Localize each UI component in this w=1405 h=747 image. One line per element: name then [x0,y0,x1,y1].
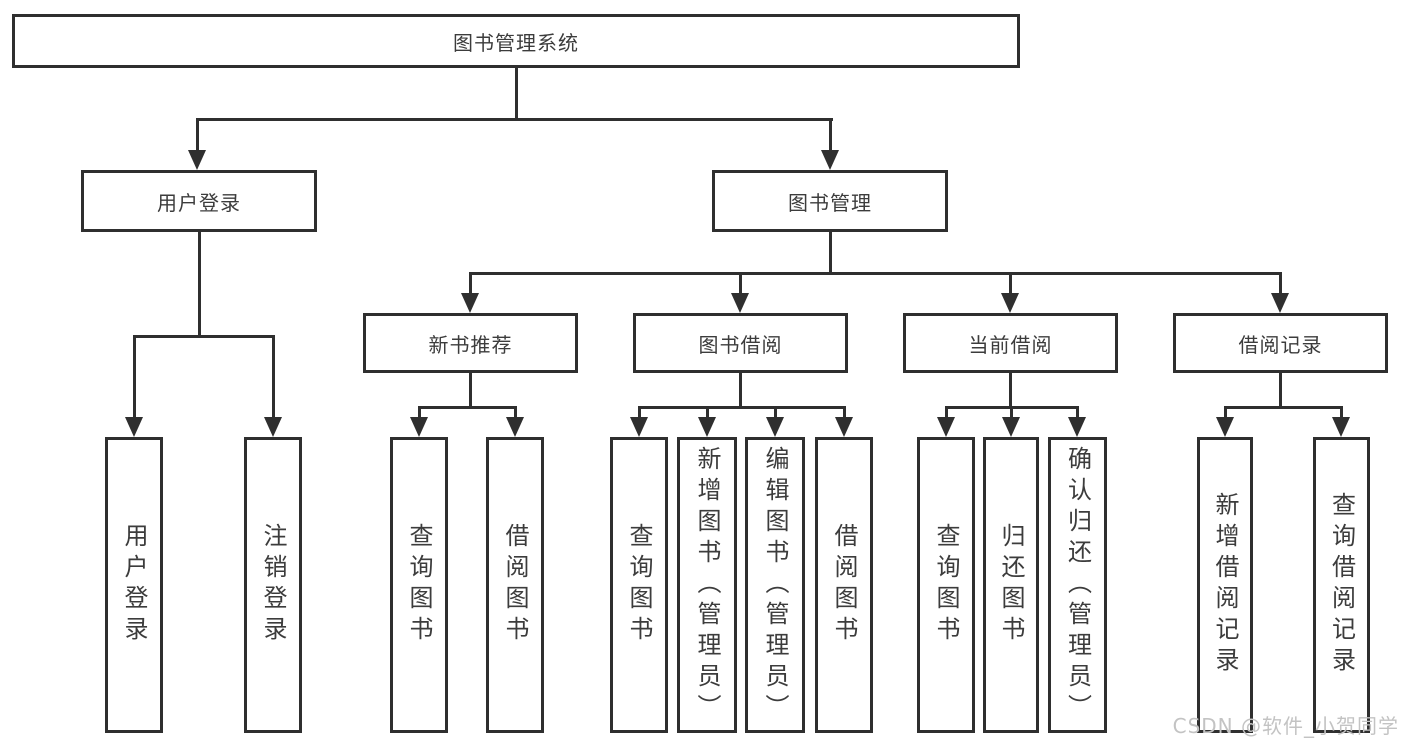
node-root-label: 图书管理系统 [453,30,579,55]
node-book-management: 图书管理 [712,170,948,232]
node-book-borrowing-label: 图书借阅 [698,332,783,357]
arrow-down-icon [731,293,749,313]
connector-line [469,272,1282,275]
leaf-label: 新增借阅记录 [1211,492,1239,678]
leaf-label: 用户登录 [120,523,148,647]
node-root: 图书管理系统 [12,14,1020,68]
connector-line [774,406,777,419]
node-book-management-label: 图书管理 [788,190,872,215]
leaf-return-books: 归还图书 [983,437,1039,733]
leaf-user-login: 用户登录 [105,437,163,733]
connector-line [638,406,846,409]
connector-line [515,68,518,120]
leaf-query-books-borrow: 查询图书 [610,437,668,733]
connector-line [1279,272,1282,295]
connector-line [1224,406,1227,419]
connector-line [198,232,201,338]
arrow-down-icon [821,150,839,170]
connector-line [469,373,472,408]
connector-line [272,335,275,419]
leaf-add-books-admin: 新增图书（管理员） [677,437,737,733]
arrow-down-icon [1216,417,1234,437]
leaf-borrow-books: 借阅图书 [815,437,873,733]
leaf-label: 查询借阅记录 [1327,492,1356,678]
arrow-down-icon [506,417,524,437]
node-borrowing-records-label: 借阅记录 [1238,332,1323,357]
connector-line [514,406,517,419]
node-user-login: 用户登录 [81,170,317,232]
arrow-down-icon [766,417,784,437]
connector-line [638,406,641,419]
leaf-query-books-recommend: 查询图书 [390,437,448,733]
leaf-label: 借阅图书 [501,523,529,647]
connector-line [1010,406,1013,419]
node-new-book-recommend-label: 新书推荐 [428,332,513,357]
connector-line [1076,406,1079,419]
connector-line [196,118,833,121]
node-new-book-recommend: 新书推荐 [363,313,578,373]
arrow-down-icon [461,293,479,313]
leaf-label: 注销登录 [259,523,287,647]
leaf-query-books-current: 查询图书 [917,437,975,733]
leaf-label: 查询图书 [625,523,653,647]
node-current-borrowing-label: 当前借阅 [968,332,1053,357]
arrow-down-icon [698,417,716,437]
connector-line [945,406,948,419]
node-user-login-label: 用户登录 [157,190,241,215]
leaf-label: 编辑图书（管理员） [761,445,789,725]
connector-line [469,272,472,295]
csdn-watermark: CSDN @软件_小贺同学 [1172,714,1399,738]
arrow-down-icon [1271,293,1289,313]
node-borrowing-records: 借阅记录 [1173,313,1388,373]
leaf-borrow-books-recommend: 借阅图书 [486,437,544,733]
arrow-down-icon [937,417,955,437]
connector-line [1224,406,1343,409]
leaf-edit-books-admin: 编辑图书（管理员） [745,437,805,733]
leaf-label: 确认归还（管理员） [1063,445,1092,725]
connector-line [1009,373,1012,408]
connector-line [133,335,136,419]
connector-line [829,118,832,152]
connector-line [829,232,832,274]
leaf-label: 查询图书 [405,523,433,647]
connector-line [196,118,199,152]
arrow-down-icon [264,417,282,437]
arrow-down-icon [188,150,206,170]
arrow-down-icon [630,417,648,437]
connector-line [1279,373,1282,408]
leaf-label: 新增图书（管理员） [693,445,721,725]
connector-line [418,406,421,419]
arrow-down-icon [1332,417,1350,437]
connector-line [133,335,275,338]
connector-line [1009,272,1012,295]
leaf-label: 归还图书 [997,523,1025,647]
connector-line [418,406,517,409]
arrow-down-icon [1001,293,1019,313]
arrow-down-icon [410,417,428,437]
node-book-borrowing: 图书借阅 [633,313,848,373]
leaf-query-borrow-record: 查询借阅记录 [1313,437,1370,733]
arrow-down-icon [125,417,143,437]
arrow-down-icon [835,417,853,437]
arrow-down-icon [1068,417,1086,437]
leaf-label: 查询图书 [932,523,960,647]
arrow-down-icon [1002,417,1020,437]
leaf-logout: 注销登录 [244,437,302,733]
leaf-add-borrow-record: 新增借阅记录 [1197,437,1253,733]
connector-line [1340,406,1343,419]
connector-line [843,406,846,419]
leaf-confirm-return-admin: 确认归还（管理员） [1048,437,1107,733]
connector-line [706,406,709,419]
connector-line [739,373,742,408]
node-current-borrowing: 当前借阅 [903,313,1118,373]
connector-line [739,272,742,295]
leaf-label: 借阅图书 [830,523,858,647]
